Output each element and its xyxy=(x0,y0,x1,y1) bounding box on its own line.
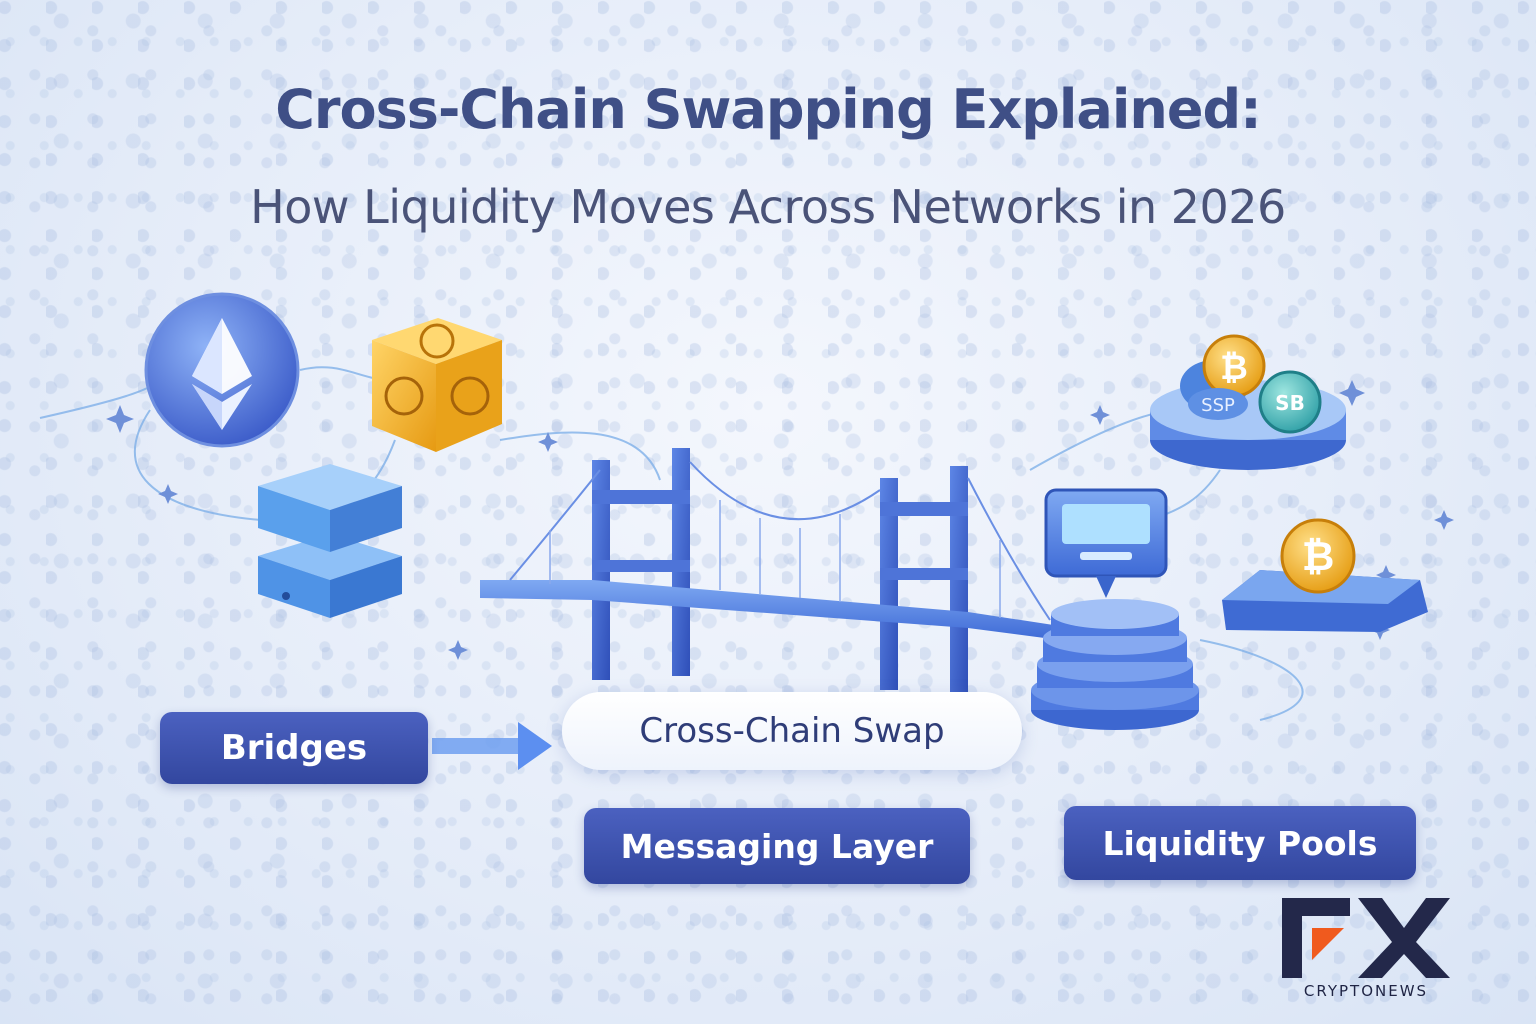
svg-text:SSP: SSP xyxy=(1201,395,1235,416)
page-subtitle: How Liquidity Moves Across Networks in 2… xyxy=(250,180,1286,234)
svg-text:₿: ₿ xyxy=(1220,348,1248,388)
monitor-icon xyxy=(1044,488,1168,598)
bridges-label: Bridges xyxy=(160,712,428,784)
messaging-layer-label: Messaging Layer xyxy=(584,808,970,884)
gold-cube-icon xyxy=(372,318,502,452)
bitcoin-icon: ₿ xyxy=(1280,518,1356,594)
liquidity-pools-label: Liquidity Pools xyxy=(1064,806,1416,880)
cross-chain-swap-label: Cross-Chain Swap xyxy=(562,692,1022,770)
bridge-illustration xyxy=(480,448,1060,692)
ethereum-icon xyxy=(144,292,300,448)
fx-logo-mark xyxy=(1282,898,1450,978)
block-stack-icon xyxy=(258,464,402,618)
ssp-token-icon: SSP xyxy=(1188,388,1248,420)
svg-text:SB: SB xyxy=(1275,391,1305,415)
svg-text:₿: ₿ xyxy=(1302,534,1335,580)
flow-arrow xyxy=(432,722,552,770)
sb-token-icon: SB xyxy=(1258,370,1322,434)
cryptonews-logo: CRYPTONEWS xyxy=(1278,898,1454,1002)
coin-stack-icon xyxy=(1031,599,1199,730)
page-title: Cross-Chain Swapping Explained: xyxy=(275,78,1261,141)
logo-wordmark: CRYPTONEWS xyxy=(1303,982,1429,1000)
bitcoin-icon: ₿ xyxy=(1202,334,1266,398)
